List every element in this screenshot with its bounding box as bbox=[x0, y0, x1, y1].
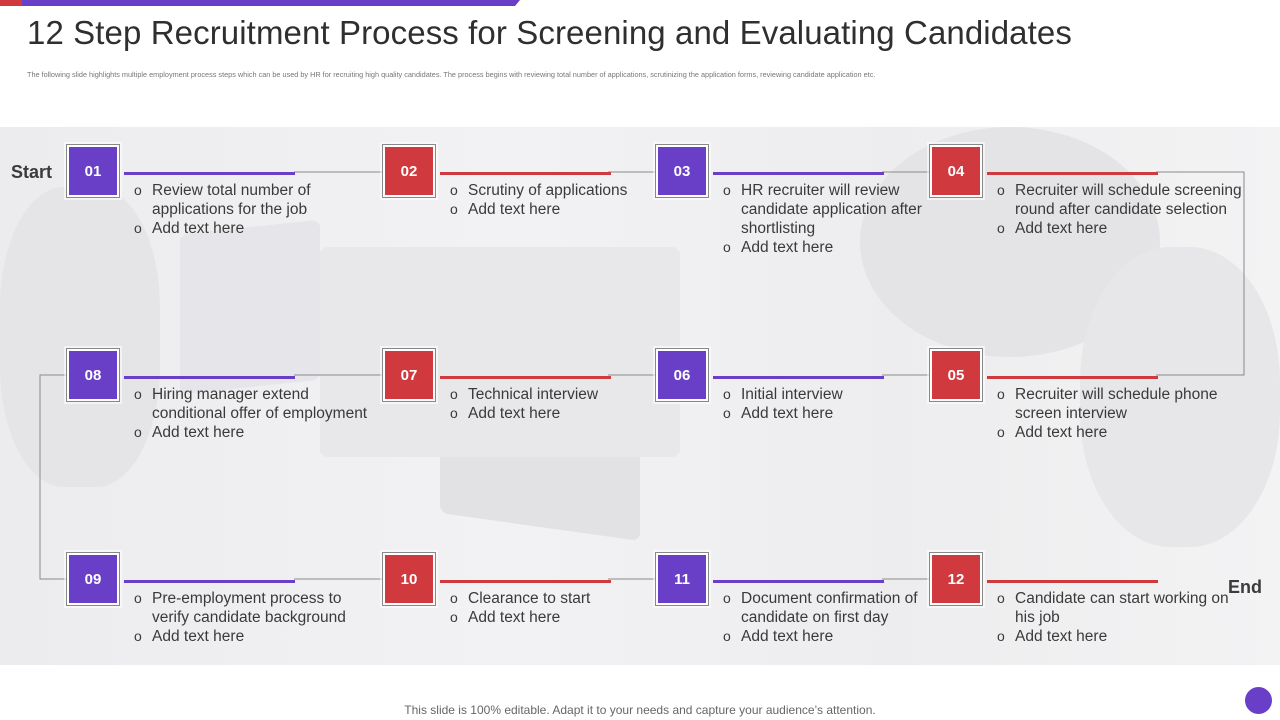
step-item: Hiring manager extend conditional offer … bbox=[134, 385, 379, 423]
step-number-badge: 11 bbox=[655, 552, 709, 606]
step-items: Clearance to start Add text here bbox=[450, 589, 695, 627]
step-item: Candidate can start working on his job bbox=[997, 589, 1242, 627]
step-item: Add text here bbox=[723, 404, 968, 423]
slide-title: 12 Step Recruitment Process for Screenin… bbox=[27, 14, 1072, 51]
step-item: Add text here bbox=[997, 219, 1242, 238]
step-number-badge: 03 bbox=[655, 144, 709, 198]
step-number-badge: 04 bbox=[929, 144, 983, 198]
step-underline bbox=[124, 580, 295, 583]
step-03: 03 HR recruiter will review candidate ap… bbox=[655, 144, 996, 265]
step-number-badge: 10 bbox=[382, 552, 436, 606]
step-items: Initial interview Add text here bbox=[723, 385, 968, 423]
step-items: Document confirmation of candidate on fi… bbox=[723, 589, 968, 646]
step-items: Recruiter will schedule screening round … bbox=[997, 181, 1242, 238]
step-underline bbox=[987, 376, 1158, 379]
step-item: Add text here bbox=[723, 627, 968, 646]
step-item: Review total number of applications for … bbox=[134, 181, 379, 219]
footer-note: This slide is 100% editable. Adapt it to… bbox=[404, 703, 876, 717]
step-number-badge: 02 bbox=[382, 144, 436, 198]
corner-dot-icon bbox=[1245, 687, 1272, 714]
step-item: Add text here bbox=[723, 238, 968, 257]
step-09: 09 Pre-employment process to verify cand… bbox=[66, 552, 407, 673]
step-10: 10 Clearance to start Add text here bbox=[382, 552, 723, 673]
start-label: Start bbox=[11, 162, 53, 182]
step-item: Add text here bbox=[997, 627, 1242, 646]
step-08: 08 Hiring manager extend conditional off… bbox=[66, 348, 407, 469]
step-item: Add text here bbox=[134, 219, 379, 238]
step-underline bbox=[987, 580, 1158, 583]
step-01: 01 Review total number of applications f… bbox=[66, 144, 407, 265]
step-item: Clearance to start bbox=[450, 589, 695, 608]
step-items: HR recruiter will review candidate appli… bbox=[723, 181, 968, 257]
step-item: Recruiter will schedule phone screen int… bbox=[997, 385, 1242, 423]
slide-subtitle: The following slide highlights multiple … bbox=[27, 70, 876, 79]
step-items: Scrutiny of applications Add text here bbox=[450, 181, 695, 219]
accent-bar-purple bbox=[22, 0, 520, 6]
step-items: Review total number of applications for … bbox=[134, 181, 379, 238]
step-number-badge: 01 bbox=[66, 144, 120, 198]
step-underline bbox=[713, 580, 884, 583]
step-items: Pre-employment process to verify candida… bbox=[134, 589, 379, 646]
step-items: Recruiter will schedule phone screen int… bbox=[997, 385, 1242, 442]
step-items: Hiring manager extend conditional offer … bbox=[134, 385, 379, 442]
step-underline bbox=[440, 172, 611, 175]
step-item: Add text here bbox=[450, 608, 695, 627]
step-underline bbox=[713, 172, 884, 175]
step-underline bbox=[124, 172, 295, 175]
step-underline bbox=[440, 580, 611, 583]
step-07: 07 Technical interview Add text here bbox=[382, 348, 723, 469]
step-underline bbox=[713, 376, 884, 379]
step-number-badge: 12 bbox=[929, 552, 983, 606]
step-number-badge: 07 bbox=[382, 348, 436, 402]
step-11: 11 Document confirmation of candidate on… bbox=[655, 552, 996, 673]
step-underline bbox=[987, 172, 1158, 175]
step-underline bbox=[440, 376, 611, 379]
step-item: Add text here bbox=[134, 423, 379, 442]
step-number-badge: 09 bbox=[66, 552, 120, 606]
step-item: Add text here bbox=[450, 404, 695, 423]
step-item: Add text here bbox=[134, 627, 379, 646]
step-items: Candidate can start working on his job A… bbox=[997, 589, 1242, 646]
step-item: Initial interview bbox=[723, 385, 968, 404]
step-underline bbox=[124, 376, 295, 379]
step-12: 12 Candidate can start working on his jo… bbox=[929, 552, 1270, 673]
step-items: Technical interview Add text here bbox=[450, 385, 695, 423]
step-item: Scrutiny of applications bbox=[450, 181, 695, 200]
step-item: Add text here bbox=[997, 423, 1242, 442]
step-02: 02 Scrutiny of applications Add text her… bbox=[382, 144, 723, 265]
accent-bar-red bbox=[0, 0, 22, 6]
step-04: 04 Recruiter will schedule screening rou… bbox=[929, 144, 1270, 265]
step-item: Pre-employment process to verify candida… bbox=[134, 589, 379, 627]
step-item: Document confirmation of candidate on fi… bbox=[723, 589, 968, 627]
step-item: Add text here bbox=[450, 200, 695, 219]
step-number-badge: 08 bbox=[66, 348, 120, 402]
step-item: HR recruiter will review candidate appli… bbox=[723, 181, 968, 238]
step-item: Technical interview bbox=[450, 385, 695, 404]
step-item: Recruiter will schedule screening round … bbox=[997, 181, 1242, 219]
